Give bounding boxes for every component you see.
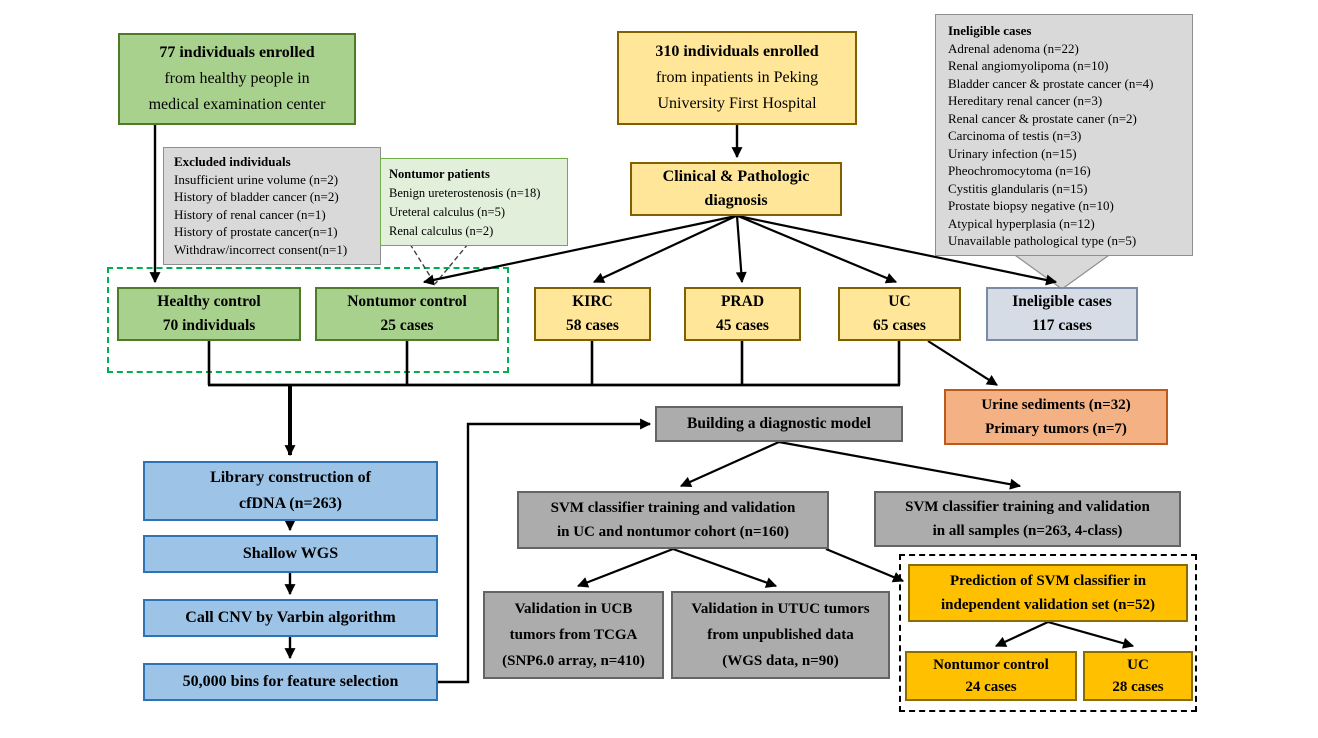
arrows bbox=[149, 125, 1135, 684]
controls-dashed-frame bbox=[107, 267, 509, 373]
node-prediction-svm: Prediction of SVM classifier in independ… bbox=[908, 564, 1188, 622]
arrow-diagnosis-to-prad bbox=[735, 215, 747, 284]
node-bins-feature-selection: 50,000 bins for feature selection bbox=[143, 663, 438, 701]
node-ineligible-cases: Ineligible cases 117 cases bbox=[986, 287, 1138, 341]
arrow-prediction-to-nontumor24 bbox=[995, 621, 1049, 647]
arrow-svm-uc-to-prediction bbox=[825, 547, 905, 583]
node-healthy-control: Healthy control 70 individuals bbox=[117, 287, 301, 341]
ineligible-callout-tail bbox=[1010, 252, 1114, 290]
node-hospital-enrolled: 310 individuals enrolled from inpatients… bbox=[617, 31, 857, 125]
node-svm-all-samples: SVM classifier training and validation i… bbox=[874, 491, 1181, 547]
nontumor-callout-tail bbox=[409, 243, 469, 285]
arrow-svm-uc-to-val-utuc bbox=[672, 547, 778, 588]
node-urine-sediments: Urine sediments (n=32) Primary tumors (n… bbox=[944, 389, 1168, 445]
arrow-diagnosis-to-kirc bbox=[593, 215, 737, 283]
arrow-model-to-svm-uc bbox=[679, 440, 780, 488]
node-validation-utuc: Validation in UTUC tumors from unpublish… bbox=[671, 591, 890, 679]
node-prad: PRAD 45 cases bbox=[684, 287, 801, 341]
arrow-bins-to-model bbox=[438, 418, 652, 684]
callout-excluded-individuals: Excluded individuals Insufficient urine … bbox=[163, 147, 381, 265]
node-shallow-wgs: Shallow WGS bbox=[143, 535, 438, 573]
independent-validation-dashed-frame bbox=[899, 554, 1197, 712]
node-pred-uc: UC 28 cases bbox=[1083, 651, 1193, 701]
arrow-prediction-to-uc28 bbox=[1047, 620, 1135, 649]
arrow-diagnosis-to-uc bbox=[737, 214, 898, 284]
node-pred-nontumor-control: Nontumor control 24 cases bbox=[905, 651, 1077, 701]
arrow-svm-uc-to-val-ucb bbox=[576, 547, 674, 588]
node-nontumor-control: Nontumor control 25 cases bbox=[315, 287, 499, 341]
node-kirc: KIRC 58 cases bbox=[534, 287, 651, 341]
arrow-diagnosis-to-nontumor-control bbox=[422, 214, 737, 286]
node-call-cnv: Call CNV by Varbin algorithm bbox=[143, 599, 438, 637]
arrow-model-to-svm-all bbox=[778, 440, 1022, 490]
node-svm-uc-nontumor: SVM classifier training and validation i… bbox=[517, 491, 829, 549]
node-library-construction: Library construction of cfDNA (n=263) bbox=[143, 461, 438, 521]
arrow-diagnosis-to-ineligible bbox=[737, 214, 1058, 286]
node-validation-ucb-tcga: Validation in UCB tumors from TCGA (SNP6… bbox=[483, 591, 664, 679]
callout-nontumor-patients: Nontumor patients Benign ureterostenosis… bbox=[380, 158, 568, 246]
node-uc: UC 65 cases bbox=[838, 287, 961, 341]
arrow-uc-to-urine bbox=[927, 340, 998, 386]
node-healthy-enrolled: 77 individuals enrolled from healthy peo… bbox=[118, 33, 356, 125]
node-diagnosis: Clinical & Pathologic diagnosis bbox=[630, 162, 842, 216]
node-building-model: Building a diagnostic model bbox=[655, 406, 903, 442]
callout-ineligible-cases: Ineligible cases Adrenal adenoma (n=22) … bbox=[935, 14, 1193, 256]
